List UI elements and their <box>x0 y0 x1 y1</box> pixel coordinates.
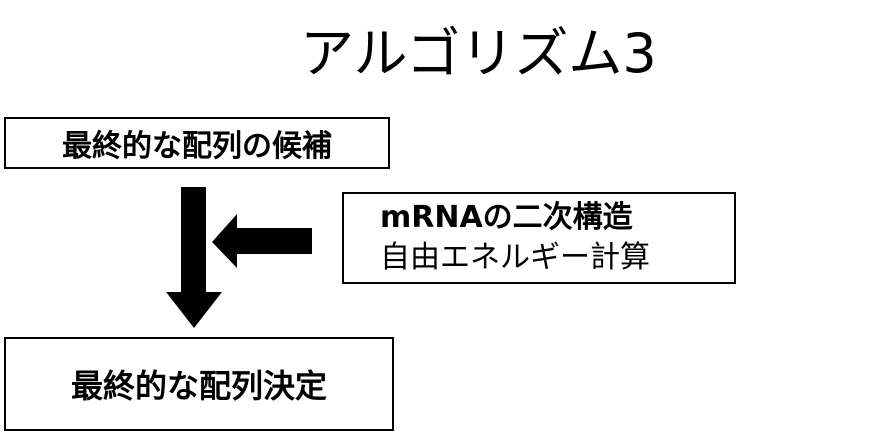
left-arrow-icon <box>212 214 312 268</box>
free-energy-calculation-box: mRNAの二次構造 自由エネルギー計算 <box>342 192 736 284</box>
energy-box-line2: 自由エネルギー計算 <box>380 240 650 275</box>
final-sequence-label: 最終的な配列決定 <box>70 367 327 405</box>
final-sequence-box: 最終的な配列決定 <box>4 337 394 431</box>
candidate-sequences-box: 最終的な配列の候補 <box>4 117 390 169</box>
energy-box-line1: mRNAの二次構造 <box>380 200 633 235</box>
candidate-sequences-label: 最終的な配列の候補 <box>62 129 332 164</box>
slide-title: アルゴリズム3 <box>300 22 657 85</box>
down-arrow-icon <box>166 187 222 328</box>
